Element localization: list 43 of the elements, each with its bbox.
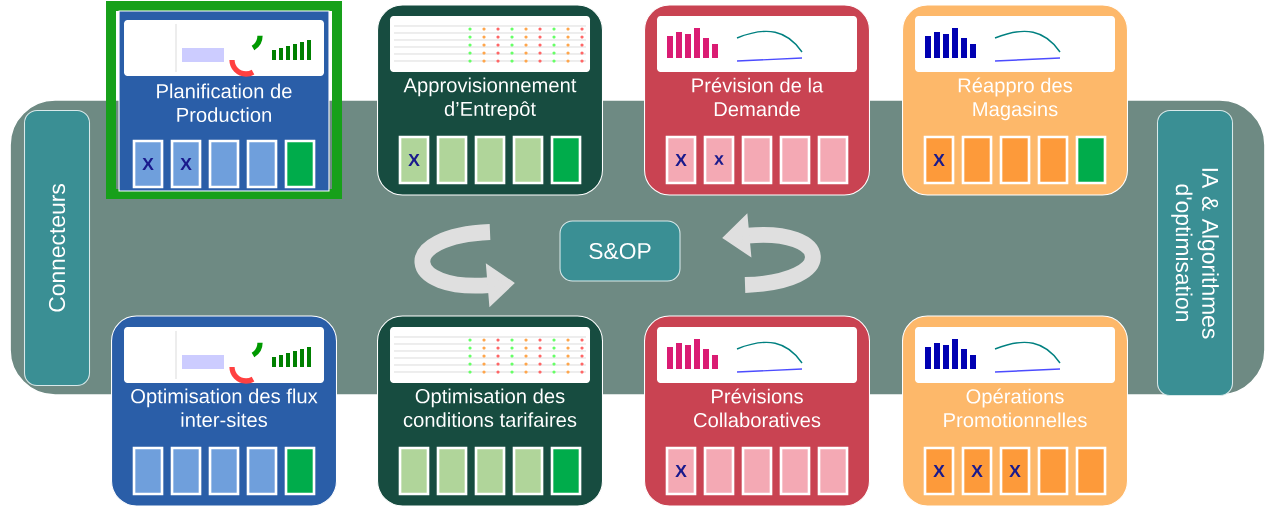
module-tile — [999, 135, 1031, 185]
module-tile — [474, 446, 506, 496]
module-tile — [208, 139, 240, 189]
module-tile: x — [703, 135, 735, 185]
module-tile: X — [923, 446, 955, 496]
module-tile — [1075, 446, 1107, 496]
module-tile: X — [170, 139, 202, 189]
module-tile — [132, 446, 164, 496]
module-tile — [474, 135, 506, 185]
module-tile: X — [923, 135, 955, 185]
module-tile — [436, 135, 468, 185]
module-tile — [703, 446, 735, 496]
module-tile — [208, 446, 240, 496]
module-tile — [246, 139, 278, 189]
module-tile — [779, 135, 811, 185]
module-tile — [436, 446, 468, 496]
module-tile — [1075, 135, 1107, 185]
module-tile: X — [398, 135, 430, 185]
module-tile — [246, 446, 278, 496]
module-tile — [817, 135, 849, 185]
module-tile — [1037, 446, 1069, 496]
module-tile — [779, 446, 811, 496]
module-tile — [550, 135, 582, 185]
module-tile — [512, 135, 544, 185]
module-tile — [284, 446, 316, 496]
module-tile: X — [665, 135, 697, 185]
module-tile: X — [132, 139, 164, 189]
module-tile — [512, 446, 544, 496]
module-tile — [284, 139, 316, 189]
module-tile — [170, 446, 202, 496]
module-tile: X — [999, 446, 1031, 496]
centre-box: S&OP — [559, 220, 681, 282]
module-tile — [550, 446, 582, 496]
module-tile — [741, 446, 773, 496]
module-tile: X — [961, 446, 993, 496]
side-panel: Connecteurs — [24, 110, 91, 386]
side-panel: IA & Algorithmes d'optimisation — [1157, 110, 1234, 396]
module-tile — [398, 446, 430, 496]
module-tile: X — [665, 446, 697, 496]
module-tile — [741, 135, 773, 185]
module-tile — [961, 135, 993, 185]
module-tile — [817, 446, 849, 496]
module-tile — [1037, 135, 1069, 185]
